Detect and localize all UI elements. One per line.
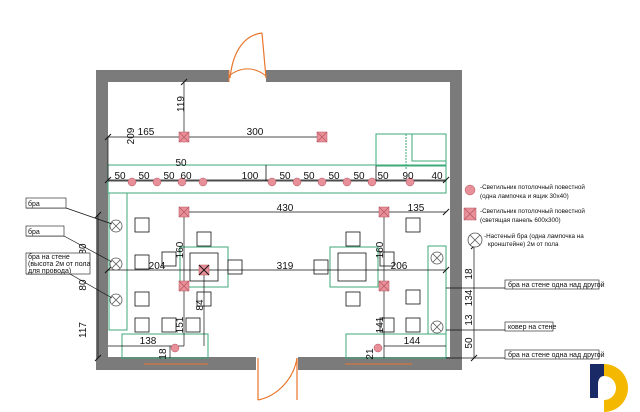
label-bra-wall-line1: бра на стене — [28, 253, 70, 261]
dim-50: 50 — [163, 171, 175, 182]
legend-panel-light-icon — [463, 207, 477, 221]
dim-80: 80 — [78, 243, 89, 255]
ceiling-lights-round — [127, 177, 415, 353]
label-box — [25, 252, 91, 275]
dim-160: 160 — [375, 241, 386, 258]
panel — [378, 280, 390, 292]
dim-50: 50 — [353, 171, 365, 182]
dim-165: 165 — [138, 127, 155, 138]
dim-84: 84 — [195, 299, 206, 311]
dim-144: 144 — [404, 336, 421, 347]
dim-319: 319 — [277, 261, 294, 272]
sconce — [109, 257, 123, 271]
dim-80: 80 — [78, 279, 89, 291]
dim-50: 50 — [279, 171, 291, 182]
label-bra-1: бра — [28, 200, 40, 208]
panel — [316, 131, 328, 143]
dim-13: 13 — [464, 314, 475, 326]
dim-40: 40 — [431, 171, 443, 182]
sconce — [430, 320, 444, 334]
callout-carpet: ковер на стене — [508, 324, 556, 331]
dim-50: 50 — [303, 171, 315, 182]
dim-50: 50 — [377, 171, 389, 182]
legend-item1-line1: -Светильник потолочный повестной — [480, 183, 585, 191]
panel — [198, 264, 210, 276]
dimension-lines — [97, 82, 475, 358]
dim-134: 134 — [464, 289, 475, 306]
wall-sconces — [109, 219, 444, 334]
label-bra-wall-line2: (высота 2м от пола — [28, 261, 91, 268]
legend-sconce-icon — [467, 232, 483, 248]
dim-204: 204 — [149, 261, 166, 272]
callout-box — [504, 279, 600, 290]
dim-138: 138 — [140, 336, 157, 347]
label-bra-2: бра — [28, 228, 40, 236]
legend: -Светильник потолочный повестной (одна л… — [463, 183, 585, 248]
dimension-labels: 119 209 165 300 50 50 50 60 50 100 50 50… — [78, 96, 475, 360]
panel — [178, 206, 190, 218]
dim-90: 90 — [402, 171, 414, 182]
dim-18: 18 — [158, 348, 169, 360]
dim-300: 300 — [247, 127, 264, 138]
door-top-leaf — [229, 32, 267, 79]
dim-135: 135 — [408, 203, 425, 214]
dim-119: 119 — [176, 96, 187, 112]
label-bra-wall-line3: для провода) — [28, 268, 71, 275]
panel — [378, 206, 390, 218]
furniture — [107, 133, 447, 359]
brand-logo — [590, 364, 628, 412]
label-box — [25, 197, 67, 209]
legend-item3-line2: кронштейне) 2м от пола — [488, 240, 559, 248]
legend-item2-line1: -Светильник потолочный повестной — [480, 207, 585, 215]
callout-bra-stacked-1: бра на стене одна над другой — [508, 281, 605, 289]
sconce — [430, 251, 444, 265]
callout-box — [504, 349, 600, 360]
dim-50: 50 — [464, 337, 475, 349]
panel — [178, 131, 190, 143]
ceiling-panels — [178, 131, 390, 292]
door-top — [228, 68, 267, 82]
furniture-dark-line — [108, 165, 446, 182]
dim-50: 50 — [114, 171, 126, 182]
legend-item3-line1: -Настеный бра (одна лампочка на — [484, 232, 584, 240]
dim-141: 141 — [375, 316, 386, 333]
dim-50: 50 — [175, 158, 187, 169]
dim-18: 18 — [464, 268, 475, 280]
sconce — [109, 293, 123, 307]
dim-60: 60 — [180, 171, 192, 182]
dim-430: 430 — [277, 203, 294, 214]
legend-round-light-icon — [464, 184, 476, 196]
dim-50: 50 — [138, 171, 150, 182]
dim-50: 50 — [328, 171, 340, 182]
label-box — [25, 225, 65, 237]
legend-item2-line2: (светящая панель 600х300) — [480, 217, 561, 224]
legend-item1-line2: (одна лампочка и ящик 30х40) — [480, 193, 569, 200]
dim-151: 151 — [175, 316, 186, 333]
dim-206: 206 — [391, 261, 408, 272]
callout-box — [504, 321, 554, 332]
callout-bra-stacked-2: бра на стене одна над другой — [508, 351, 605, 359]
dim-100: 100 — [242, 171, 259, 182]
door-bottom — [257, 357, 298, 401]
panel — [178, 280, 190, 292]
chairs — [134, 217, 421, 333]
sconce — [109, 219, 123, 233]
dim-209: 209 — [126, 127, 137, 144]
dim-117: 117 — [78, 322, 89, 338]
dim-21: 21 — [365, 348, 376, 360]
dim-160: 160 — [175, 241, 186, 258]
